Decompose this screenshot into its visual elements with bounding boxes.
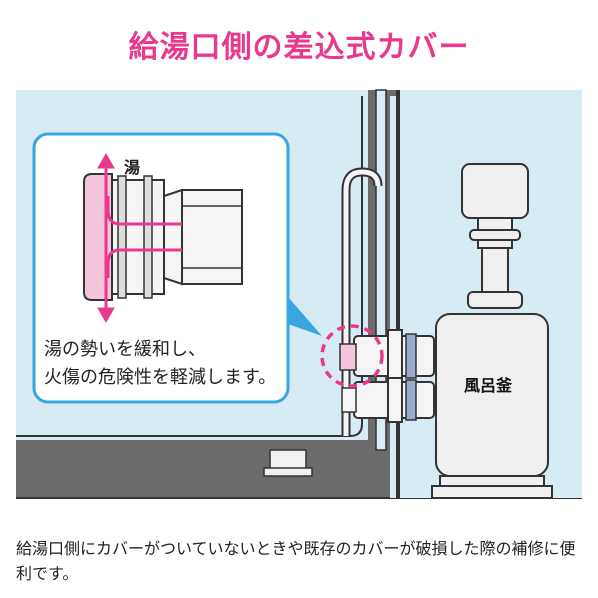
caption-text: 給湯口側にカバーがついていないときや既存のカバーが破損した際の補修に便利です。 (16, 539, 576, 583)
pipe-fittings (339, 329, 435, 423)
callout-text: 湯の勢いを緩和し、 火傷の危険性を軽減します。 (44, 336, 276, 392)
zoomed-cover (83, 173, 243, 301)
tub-foot (263, 449, 313, 477)
page-title: 給湯口側の差込式カバー (128, 30, 470, 65)
highlight-circle (320, 324, 384, 388)
boiler (431, 163, 553, 499)
callout-line-2: 火傷の危険性を軽減します。 (44, 367, 277, 388)
flow-arrow (97, 152, 115, 324)
callout-line-1: 湯の勢いを緩和し、 (44, 339, 206, 360)
hot-water-label: 湯 (124, 158, 141, 177)
boiler-label: 風呂釜 (464, 376, 513, 395)
